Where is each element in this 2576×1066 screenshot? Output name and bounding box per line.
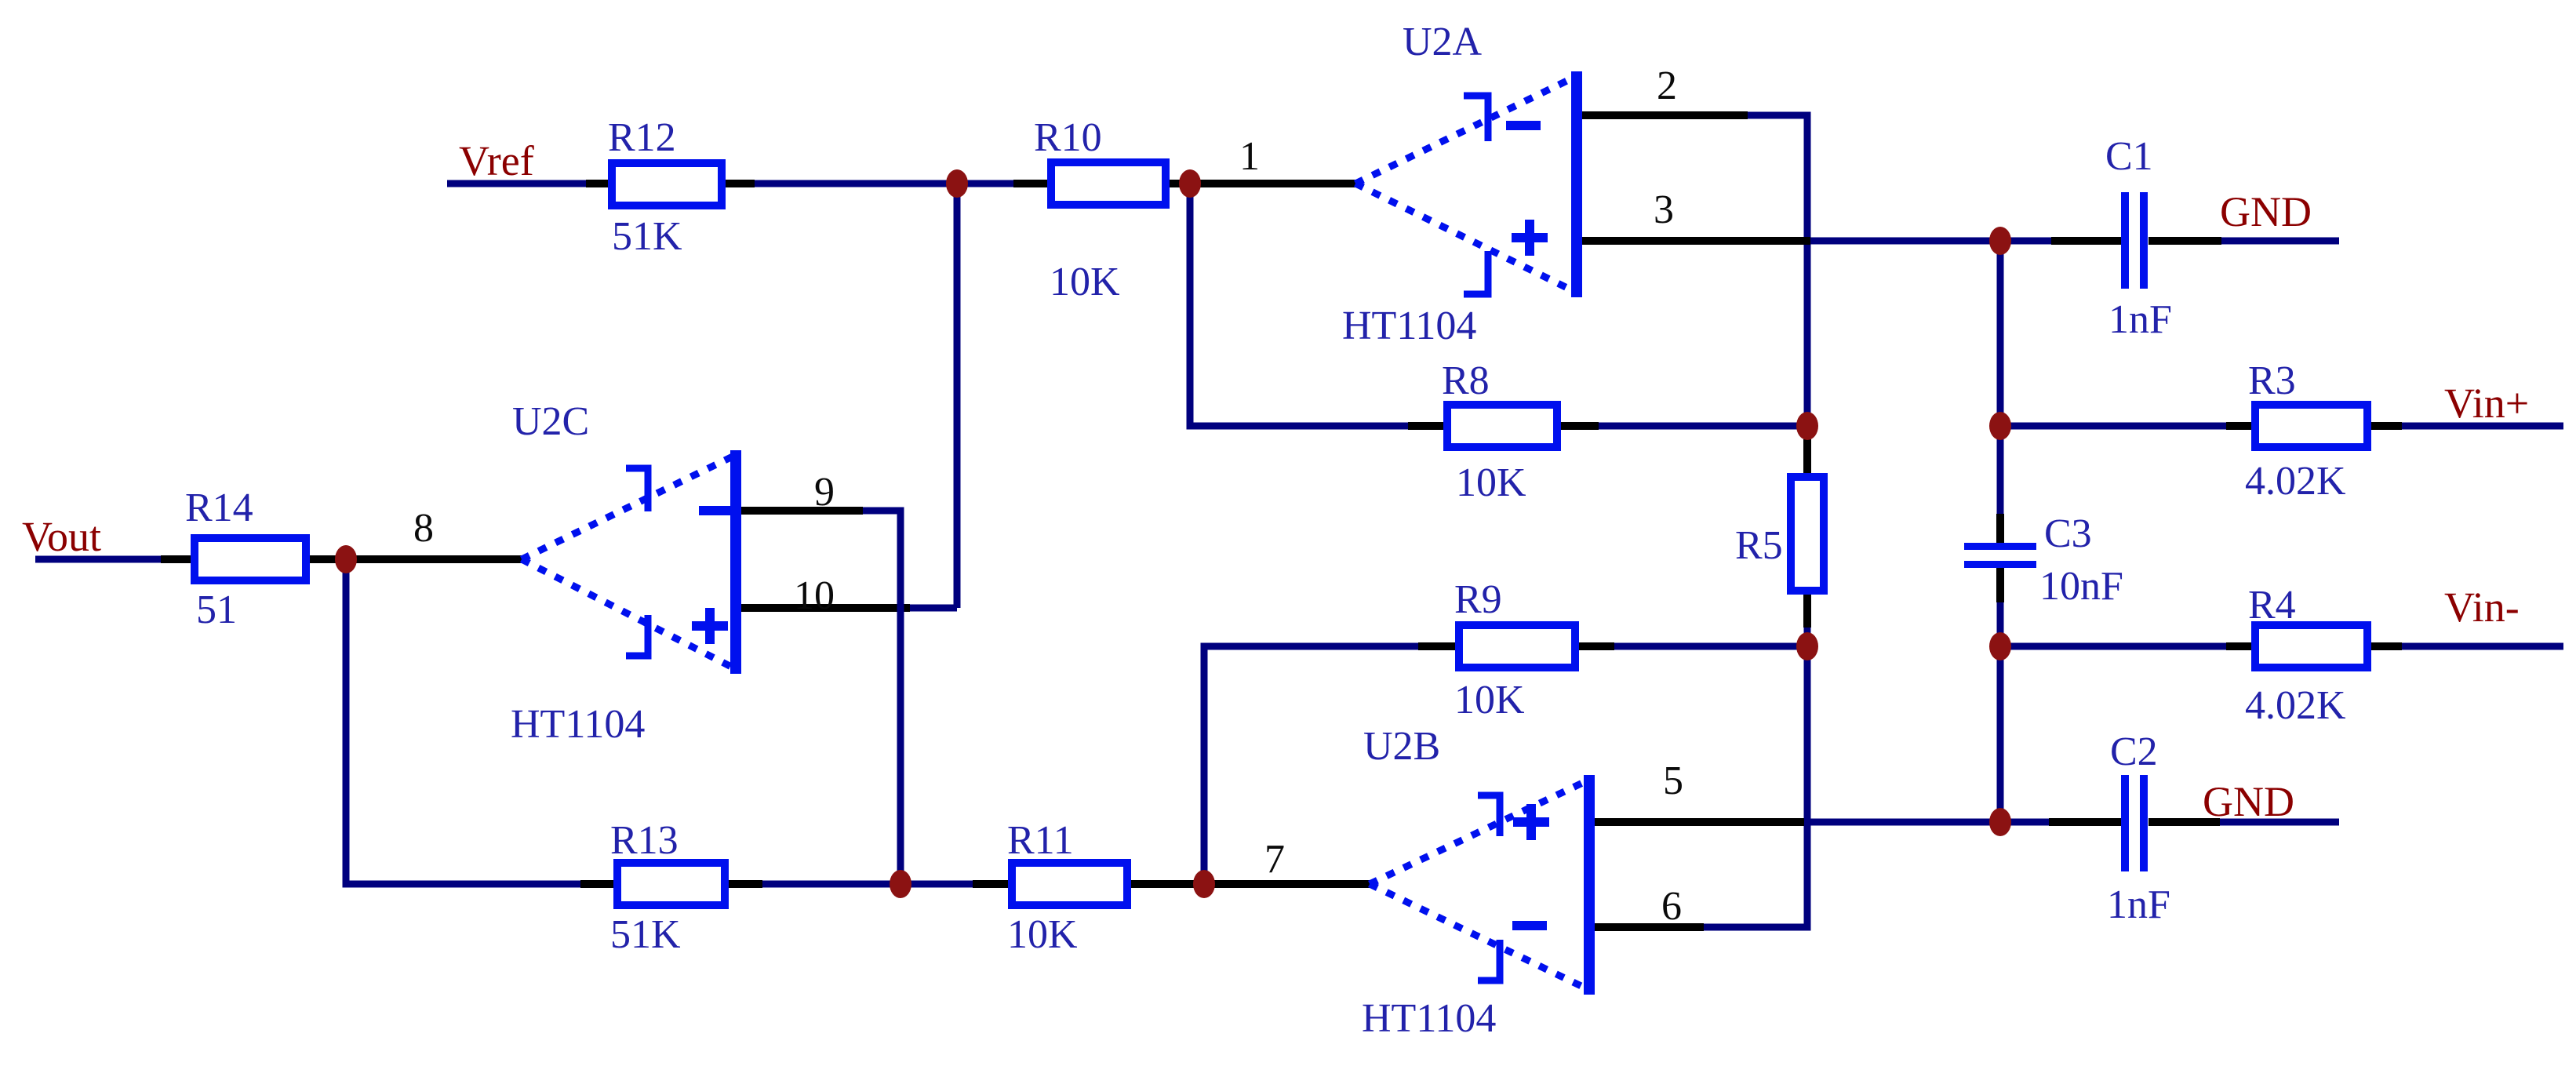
net-label-vout: Vout bbox=[22, 513, 101, 560]
junction-dot bbox=[1193, 870, 1215, 898]
resistor-body-R9 bbox=[1455, 621, 1579, 671]
resistor-body-R11 bbox=[1008, 859, 1131, 909]
pin-number-5: 5 bbox=[1663, 759, 1683, 803]
resistor-designator-R12: R12 bbox=[608, 115, 676, 160]
opamp-power-tick-U2B bbox=[1478, 940, 1504, 984]
resistor-body-R4 bbox=[2251, 621, 2371, 671]
resistor-designator-R8: R8 bbox=[1442, 358, 1490, 403]
pin-number-10: 10 bbox=[794, 573, 835, 618]
opamp-power-tick-U2C bbox=[626, 464, 652, 511]
opamp-part-number-U2B: HT1104 bbox=[1362, 996, 1496, 1041]
resistor-value-R8: 10K bbox=[1456, 460, 1526, 505]
opamp-part-number-U2C: HT1104 bbox=[511, 702, 645, 747]
capacitor-value-C1: 1nF bbox=[2108, 297, 2172, 342]
pin-number-1: 1 bbox=[1239, 134, 1260, 179]
opamp-part-number-U2A: HT1104 bbox=[1342, 304, 1476, 348]
pin-number-8: 8 bbox=[413, 506, 434, 551]
resistor-body-R3 bbox=[2251, 401, 2371, 451]
capacitor-plate-C1 bbox=[2121, 192, 2129, 289]
resistor-value-R10: 10K bbox=[1050, 260, 1120, 304]
resistor-designator-R10: R10 bbox=[1034, 115, 1102, 160]
opamp-edge-dashed-U2B bbox=[1368, 776, 1591, 888]
resistor-designator-R11: R11 bbox=[1007, 818, 1074, 863]
junction-dot bbox=[1989, 632, 2011, 660]
opamp-edge-dashed-U2A bbox=[1354, 180, 1578, 297]
capacitor-value-C2: 1nF bbox=[2107, 882, 2170, 927]
resistor-body-R12 bbox=[608, 159, 726, 209]
capacitor-plate-C3 bbox=[1964, 543, 2036, 550]
opamp-designator-U2A: U2A bbox=[1403, 20, 1483, 64]
resistor-designator-R4: R4 bbox=[2248, 583, 2296, 628]
net-label-gnd: GND bbox=[2220, 188, 2312, 235]
pin-number-9: 9 bbox=[814, 470, 835, 515]
capacitor-designator-C2: C2 bbox=[2110, 729, 2158, 774]
junction-dot bbox=[1796, 632, 1818, 660]
junction-dot bbox=[1989, 227, 2011, 255]
capacitor-designator-C1: C1 bbox=[2105, 134, 2153, 179]
opamp-designator-U2B: U2B bbox=[1363, 724, 1440, 769]
pin-number-6: 6 bbox=[1661, 884, 1682, 929]
resistor-value-R12: 51K bbox=[612, 214, 682, 259]
wire-segment bbox=[342, 559, 580, 888]
resistor-body-R10 bbox=[1047, 158, 1170, 209]
resistor-body-R13 bbox=[613, 859, 729, 909]
opamp-edge-dashed-U2A bbox=[1354, 72, 1578, 187]
resistor-body-R5 bbox=[1787, 473, 1828, 595]
opamp-power-tick-U2A bbox=[1464, 92, 1492, 141]
resistor-designator-R14: R14 bbox=[185, 486, 253, 530]
junction-dot bbox=[1989, 808, 2011, 836]
resistor-value-R9: 10K bbox=[1454, 678, 1525, 722]
resistor-body-R8 bbox=[1443, 401, 1561, 451]
resistor-designator-R5: R5 bbox=[1735, 523, 1783, 568]
wire-segment bbox=[1186, 184, 1408, 430]
capacitor-plate-C3 bbox=[1964, 561, 2036, 568]
pin-number-7: 7 bbox=[1264, 837, 1285, 882]
wire-segment bbox=[1200, 642, 1418, 884]
opamp-power-tick-U2C bbox=[626, 615, 652, 660]
resistor-value-R3: 4.02K bbox=[2245, 459, 2346, 504]
opamp-power-tick-U2A bbox=[1464, 251, 1492, 298]
junction-dot bbox=[1796, 412, 1818, 440]
pin-number-3: 3 bbox=[1654, 187, 1674, 232]
resistor-body-R14 bbox=[191, 534, 310, 584]
capacitor-value-C3: 10nF bbox=[2039, 564, 2123, 609]
opamp-edge-dashed-U2C bbox=[520, 451, 737, 563]
resistor-value-R4: 4.02K bbox=[2245, 683, 2346, 728]
resistor-value-R13: 51K bbox=[610, 912, 681, 957]
capacitor-plate-C2 bbox=[2121, 775, 2129, 871]
resistor-designator-R3: R3 bbox=[2248, 358, 2296, 403]
pin-number-2: 2 bbox=[1657, 64, 1677, 108]
opamp-edge-dashed-U2C bbox=[519, 555, 738, 673]
opamp-power-tick-U2B bbox=[1478, 791, 1504, 836]
opamp-edge-dashed-U2B bbox=[1368, 880, 1591, 994]
capacitor-designator-C3: C3 bbox=[2044, 511, 2092, 556]
resistor-designator-R13: R13 bbox=[610, 818, 679, 863]
resistor-designator-R9: R9 bbox=[1454, 577, 1502, 622]
capacitor-plate-C2 bbox=[2140, 775, 2148, 871]
net-label-vref: Vref bbox=[459, 137, 534, 184]
wire-segment bbox=[1748, 111, 1811, 439]
net-label-vinminus: Vin- bbox=[2444, 584, 2520, 631]
junction-dot bbox=[946, 169, 968, 198]
opamp-designator-U2C: U2C bbox=[512, 399, 589, 444]
capacitor-plate-C1 bbox=[2140, 192, 2148, 289]
resistor-value-R11: 10K bbox=[1007, 912, 1078, 957]
junction-dot bbox=[1179, 169, 1201, 198]
junction-dot bbox=[335, 545, 357, 573]
net-label-vinplus: Vin+ bbox=[2444, 380, 2529, 427]
wire-segment bbox=[863, 507, 904, 884]
junction-dot bbox=[1989, 412, 2011, 440]
resistor-value-R14: 51 bbox=[196, 588, 237, 632]
net-label-gnd: GND bbox=[2203, 778, 2294, 825]
wire-segment bbox=[1704, 628, 1811, 931]
junction-dot bbox=[890, 870, 911, 898]
